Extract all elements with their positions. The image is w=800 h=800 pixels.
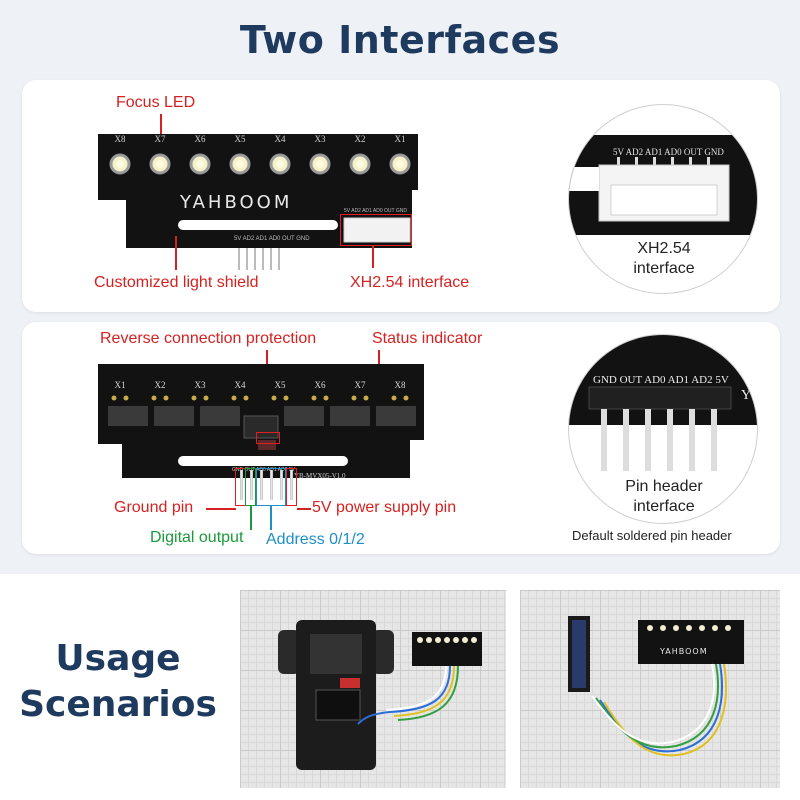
xh-pin-labels: 5V AD2 AD1 AD0 OUT GND <box>344 208 407 214</box>
header-pin-labels: 5V AD2 AD1 AD0 OUT GND <box>234 236 310 242</box>
page-title: Two Interfaces <box>239 18 561 62</box>
channel-label: X5 <box>235 134 246 144</box>
status-indicator-label: Status indicator <box>372 330 483 347</box>
channel-label: X8 <box>395 380 406 390</box>
led-row <box>109 153 411 175</box>
usage-photo-robot-car <box>240 590 506 788</box>
usage-photo-arduino: YAHBOOM <box>520 590 780 788</box>
channel-label: X5 <box>275 380 286 390</box>
light-shield-pointer <box>175 236 177 270</box>
zoom-caption-line1: XH2.54 <box>637 240 691 257</box>
sensor-board-back: X1 X2 X3 X4 X5 X6 X7 X8 GND OUT AD0 AD1 … <box>98 364 424 480</box>
power-pin-label: 5V power supply pin <box>312 499 457 516</box>
xh-interface-highlight <box>340 214 412 246</box>
digital-output-label: Digital output <box>150 529 244 546</box>
focus-led-label: Focus LED <box>116 94 196 111</box>
ground-pin-label: Ground pin <box>114 499 194 516</box>
wheel <box>278 630 300 674</box>
zoom-caption-line2: interface <box>633 498 695 515</box>
channel-label: X3 <box>315 134 326 144</box>
channel-label: X1 <box>395 134 406 144</box>
channel-label: X2 <box>155 380 166 390</box>
channel-label: X2 <box>355 134 366 144</box>
status-indicator-pointer <box>378 350 380 372</box>
header-labels: GND OUT AD0 AD1 AD2 5V <box>232 467 296 473</box>
zoom-pin-labels: 5V AD2 AD1 AD0 OUT GND <box>613 147 724 157</box>
xh-connector <box>343 217 411 243</box>
wheel <box>372 630 394 674</box>
zoom-corner-letter: Y <box>741 388 751 403</box>
channel-label: X4 <box>235 380 246 390</box>
usage-heading: Usage Scenarios <box>18 636 218 728</box>
brand-logo: YAHBOOM <box>179 192 292 213</box>
sensor-board-front: X8 X7 X6 X5 X4 X3 X2 X1 YAHBOOM 5V AD2 A… <box>98 134 418 270</box>
channel-label: X6 <box>195 134 206 144</box>
light-shield-label: Customized light shield <box>94 274 259 291</box>
zoom-caption-line1: Pin header <box>625 478 703 495</box>
xh-interface-label: XH2.54 interface <box>350 274 470 291</box>
mounting-slot <box>178 220 338 230</box>
channel-label: X7 <box>355 380 366 390</box>
usage-heading-line1: Usage <box>55 638 181 679</box>
xh-interface-zoom: 5V AD2 AD1 AD0 OUT GND XH2.54 interface <box>568 104 758 294</box>
focus-led-pointer <box>160 114 162 144</box>
board-model: YB-MVX05-V1.0 <box>294 472 346 480</box>
photo-brand: YAHBOOM <box>659 647 708 656</box>
mounting-slot <box>178 456 348 466</box>
zoom-caption-line2: interface <box>633 260 695 277</box>
reverse-protection-component <box>258 440 276 450</box>
pin-header-zoom: GND OUT AD0 AD1 AD2 5V Y Pin header inte… <box>568 334 758 524</box>
channel-label: X1 <box>115 380 126 390</box>
power-pin-highlight <box>286 468 297 506</box>
channel-label: X3 <box>195 380 206 390</box>
zoom-pin-labels: GND OUT AD0 AD1 AD2 5V <box>593 374 729 386</box>
channel-label: X4 <box>275 134 286 144</box>
reverse-protection-label: Reverse connection protection <box>100 330 317 347</box>
reverse-protection-highlight <box>256 432 280 444</box>
channel-label: X8 <box>115 134 126 144</box>
digital-output-highlight <box>245 468 256 506</box>
usage-heading-line2: Scenarios <box>19 684 217 725</box>
address-highlight <box>256 468 286 506</box>
channel-label: X7 <box>155 134 166 144</box>
channel-label: X6 <box>315 380 326 390</box>
default-header-note: Default soldered pin header <box>572 528 732 543</box>
xh-interface-pointer <box>372 246 374 268</box>
address-label: Address 0/1/2 <box>266 531 365 548</box>
